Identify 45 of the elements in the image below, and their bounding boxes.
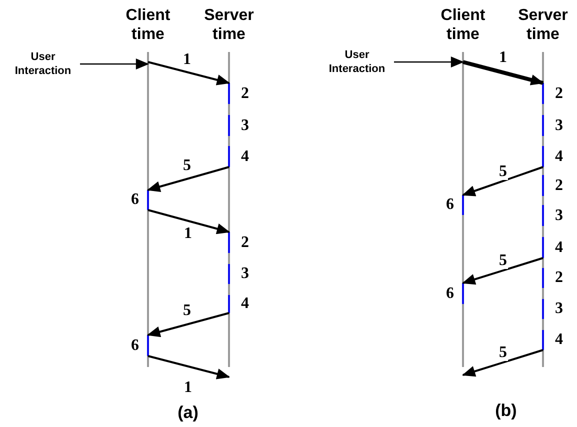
step-number: 4 — [555, 332, 563, 348]
timeline — [542, 52, 544, 367]
annotation-text: User Interaction — [8, 50, 78, 78]
edge-label: 5 — [498, 164, 508, 180]
message-arrow — [146, 312, 230, 338]
step-number: 6 — [131, 338, 139, 354]
panel-caption: (a) — [176, 403, 200, 423]
step-number: 2 — [555, 270, 563, 286]
message-arrow — [462, 257, 544, 285]
step-number: 4 — [555, 240, 563, 256]
message-arrow — [148, 209, 230, 234]
timeline — [462, 52, 464, 367]
column-heading: Client time — [440, 6, 486, 44]
column-heading: Server time — [203, 6, 255, 44]
message-arrow — [148, 355, 230, 380]
arrow — [394, 56, 464, 68]
step-number: 2 — [555, 178, 563, 194]
step-number: 4 — [241, 148, 249, 164]
message-arrow — [462, 349, 544, 377]
timeline — [147, 52, 149, 367]
step-number: 3 — [555, 118, 563, 134]
step-number: 3 — [555, 301, 563, 317]
step-number: 2 — [555, 86, 563, 102]
step-number: 3 — [241, 118, 249, 134]
message-arrow — [462, 60, 544, 86]
timeline — [228, 52, 230, 367]
panel-caption: (b) — [494, 401, 518, 421]
edge-label: 5 — [498, 345, 508, 361]
step-number: 4 — [555, 148, 563, 164]
arrow — [80, 58, 150, 70]
step-number: 3 — [555, 208, 563, 224]
step-number: 3 — [241, 266, 249, 282]
step-number: 2 — [241, 234, 249, 250]
step-number: 6 — [446, 197, 454, 213]
message-arrow — [146, 166, 230, 192]
message-arrow — [462, 166, 544, 196]
step-number: 6 — [131, 192, 139, 208]
column-heading: Client time — [124, 6, 172, 44]
column-heading: Server time — [517, 6, 569, 44]
edge-label: 5 — [498, 253, 508, 269]
message-arrow — [148, 61, 230, 86]
step-number: 4 — [241, 296, 249, 312]
step-number: 6 — [446, 286, 454, 302]
step-number: 2 — [241, 86, 249, 102]
annotation-text: User Interaction — [322, 48, 392, 76]
